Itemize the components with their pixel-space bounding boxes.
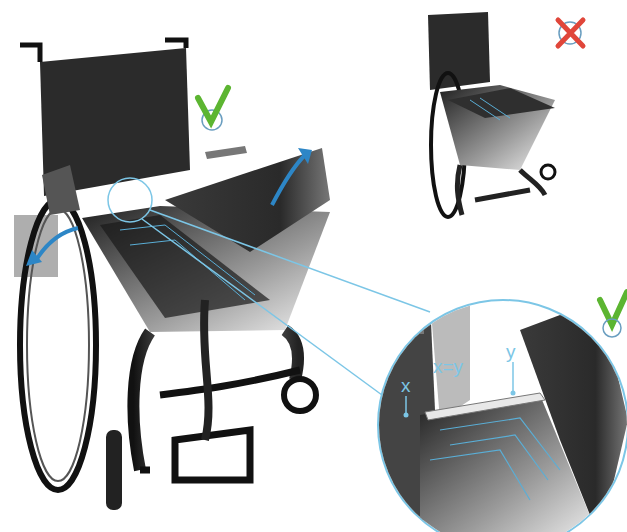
seat-cushion (165, 148, 330, 252)
caster-wheel (284, 379, 316, 411)
leader-dot (511, 391, 516, 396)
dimension-label: x (401, 376, 411, 396)
pull-arrow (35, 228, 78, 262)
check-mark (198, 88, 228, 122)
check-ring (603, 319, 621, 337)
leader-dot (404, 413, 409, 418)
frame-tube (204, 300, 209, 440)
label-leader (512, 362, 514, 392)
push-handles (20, 40, 186, 62)
caster-wheel (541, 165, 555, 179)
zoom-leader (142, 219, 382, 395)
seat-tray (440, 85, 555, 170)
dimension-label: x=y (433, 357, 463, 377)
zoom-leader (150, 210, 430, 312)
seat-cushion (448, 88, 555, 118)
lift-arrow (272, 155, 305, 205)
arrow-head (26, 250, 42, 266)
caster-wheel (106, 430, 122, 510)
zoom-spot (108, 178, 152, 222)
backrest (428, 12, 490, 90)
footrest (140, 370, 300, 480)
zoom-circle (378, 300, 627, 532)
seat-lines (470, 98, 510, 120)
side-frame (457, 165, 545, 215)
arrow-head (298, 148, 312, 164)
cross-mark (558, 20, 583, 46)
rear-wheel (20, 200, 96, 490)
removed-part (205, 146, 247, 159)
side-frame (133, 330, 298, 470)
armrest (42, 165, 80, 215)
label-leader (405, 396, 407, 414)
zoom-detail (378, 300, 627, 532)
dimension-label: y (506, 342, 516, 362)
check-mark (600, 292, 627, 325)
push-rim (27, 209, 89, 481)
